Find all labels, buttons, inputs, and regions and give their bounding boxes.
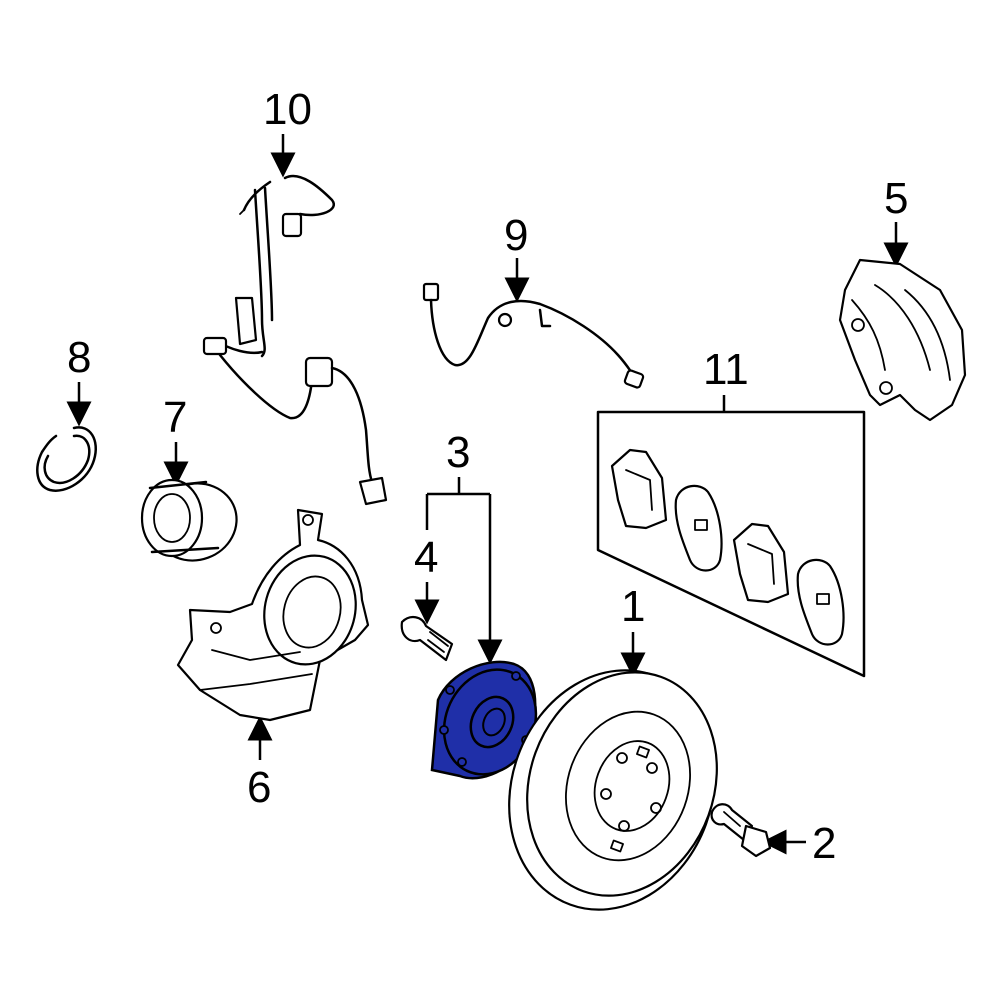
callout-label-11: 11 [703, 345, 749, 394]
callout-label-6: 6 [247, 763, 271, 812]
caliper-part [838, 258, 967, 422]
hub-bolt-part [400, 616, 454, 662]
callout-11: 11 [703, 345, 749, 412]
brake-rotor-part [508, 669, 718, 911]
brake-pad-1 [610, 448, 668, 530]
callout-6: 6 [247, 715, 273, 812]
brake-hose-part [422, 282, 645, 389]
callout-label-9: 9 [504, 211, 528, 260]
callout-7: 7 [163, 393, 189, 487]
callout-label-7: 7 [163, 393, 187, 442]
callout-label-10: 10 [263, 85, 312, 134]
callout-label-8: 8 [67, 333, 91, 382]
callout-bracket-3 [427, 477, 490, 496]
callout-label-1: 1 [621, 582, 645, 631]
callout-4: 4 [414, 533, 440, 625]
callout-3: 3 [425, 428, 503, 665]
callout-1: 1 [620, 582, 646, 678]
callout-label-5: 5 [884, 174, 908, 223]
snap-ring-part [36, 426, 97, 492]
callout-label-4: 4 [414, 533, 438, 582]
splash-shield-part [176, 508, 370, 722]
brake-pad-set [596, 410, 866, 678]
callout-label-3: 3 [446, 428, 470, 477]
brake-pad-2 [674, 484, 723, 572]
brake-pad-3 [732, 522, 790, 604]
callout-2: 2 [761, 819, 836, 868]
wheel-bearing-part [140, 478, 238, 562]
callout-label-2: 2 [812, 819, 836, 868]
rotor-bolt-part [710, 803, 772, 858]
abs-sensor-part [202, 174, 388, 506]
wheel-hub-part [430, 660, 538, 780]
callout-10: 10 [263, 85, 312, 178]
callout-9: 9 [504, 211, 530, 303]
brake-pad-4 [796, 558, 845, 646]
callout-8: 8 [66, 333, 92, 427]
callout-5: 5 [883, 174, 909, 268]
